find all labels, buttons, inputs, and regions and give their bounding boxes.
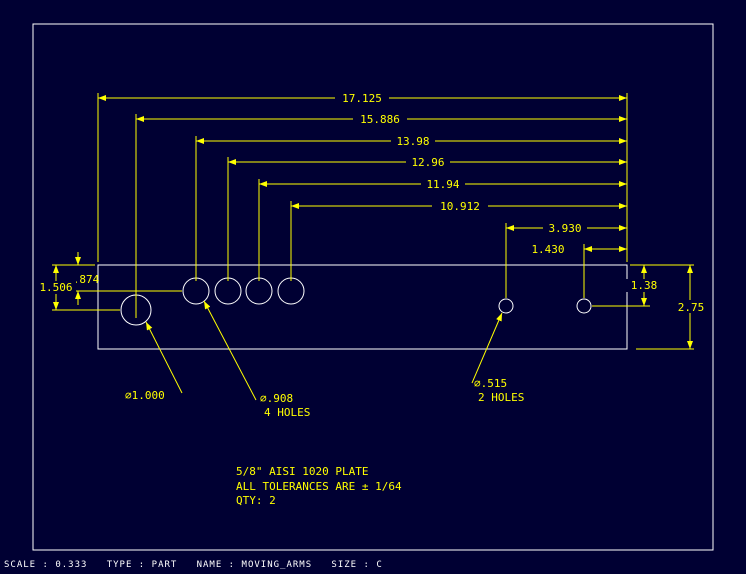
dimension-3930: 3.930 bbox=[505, 221, 627, 298]
dimension-text-1194: 11.94 bbox=[426, 178, 459, 191]
dimension-1430: 1.430 bbox=[526, 242, 627, 298]
status-scale: SCALE : 0.333 bbox=[4, 560, 88, 570]
hole-908-2 bbox=[214, 277, 242, 305]
dimension-17125: 17.125 bbox=[97, 91, 627, 262]
dimension-138: 1.38 bbox=[592, 264, 661, 307]
dimension-text-275: 2.75 bbox=[678, 301, 705, 314]
dimension-text-1296: 12.96 bbox=[411, 156, 444, 169]
callout-hole-908: ⌀.908 4 HOLES bbox=[203, 300, 310, 419]
callout-text-hole-515: ⌀.515 bbox=[474, 377, 507, 390]
hole-515-1 bbox=[498, 298, 514, 314]
note-material: 5/8" AISI 1020 PLATE bbox=[236, 465, 368, 478]
sheet-border bbox=[32, 23, 714, 551]
dimension-text-1398: 13.98 bbox=[396, 135, 429, 148]
callout-hole-1000: ⌀1.000 bbox=[125, 321, 183, 402]
dimension-275: 2.75 bbox=[630, 264, 709, 350]
hole-908-1 bbox=[182, 277, 210, 305]
callout-text-hole-908-qty: 4 HOLES bbox=[264, 406, 310, 419]
callout-text-hole-908: ⌀.908 bbox=[260, 392, 293, 405]
dimension-text-1430: 1.430 bbox=[531, 243, 564, 256]
status-size: SIZE : C bbox=[331, 560, 383, 570]
callout-hole-515: ⌀.515 2 HOLES bbox=[471, 312, 524, 404]
callout-text-hole-1000: ⌀1.000 bbox=[125, 389, 165, 402]
status-bar: SCALE : 0.333 TYPE : PART NAME : MOVING_… bbox=[4, 560, 383, 570]
dimension-text-17125: 17.125 bbox=[342, 92, 382, 105]
dimension-text-15886: 15.886 bbox=[360, 113, 400, 126]
hole-515-2 bbox=[576, 298, 592, 314]
dimension-1398: 13.98 bbox=[195, 134, 627, 281]
dimension-874: .874 bbox=[72, 252, 182, 305]
callout-text-hole-515-qty: 2 HOLES bbox=[478, 391, 524, 404]
hole-908-4 bbox=[277, 277, 305, 305]
dimension-1296: 12.96 bbox=[227, 155, 627, 281]
dimension-1194: 11.94 bbox=[258, 177, 627, 281]
dimension-1506: 1.506 bbox=[36, 264, 120, 311]
dimension-10912: 10.912 bbox=[290, 199, 627, 281]
dimension-text-10912: 10.912 bbox=[440, 200, 480, 213]
hole-908-3 bbox=[245, 277, 273, 305]
dimension-text-138: 1.38 bbox=[631, 279, 658, 292]
dimension-text-3930: 3.930 bbox=[548, 222, 581, 235]
note-tolerance: ALL TOLERANCES ARE ± 1/64 bbox=[236, 480, 402, 493]
note-quantity: QTY: 2 bbox=[236, 494, 276, 507]
general-notes: 5/8" AISI 1020 PLATE ALL TOLERANCES ARE … bbox=[236, 465, 402, 507]
dimension-text-1506: 1.506 bbox=[39, 281, 72, 294]
plate-outline bbox=[97, 264, 628, 350]
dimension-15886: 15.886 bbox=[135, 112, 627, 318]
status-name: NAME : MOVING_ARMS bbox=[196, 560, 313, 570]
status-type: TYPE : PART bbox=[106, 560, 178, 570]
dimension-text-874: .874 bbox=[73, 273, 100, 286]
